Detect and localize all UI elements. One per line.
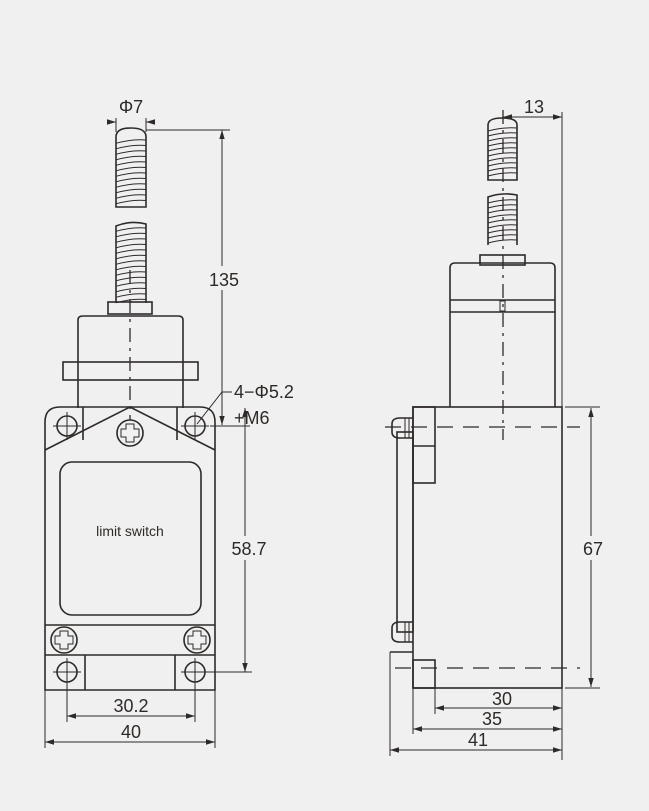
spring-coil bbox=[487, 219, 518, 224]
svg-text:30.2: 30.2 bbox=[113, 696, 148, 716]
spring-coil bbox=[115, 144, 147, 150]
spring-coil bbox=[115, 194, 147, 199]
dim-hole-spacing-vertical: 58.7 bbox=[205, 408, 272, 673]
dim-depth-total: 41 bbox=[389, 652, 562, 756]
cover-tab-top bbox=[412, 406, 436, 484]
spring-coil bbox=[487, 157, 518, 162]
svg-text:35: 35 bbox=[482, 709, 502, 729]
spring-coil bbox=[115, 227, 147, 232]
side-view: 13 67 30 35 41 bbox=[385, 97, 608, 760]
spring-coil bbox=[115, 265, 147, 271]
spring-coil bbox=[115, 161, 147, 166]
spring-coil bbox=[487, 137, 518, 142]
spring-coil bbox=[115, 276, 147, 282]
spring-coil bbox=[115, 293, 147, 298]
screw-head-bottom bbox=[391, 621, 413, 643]
switch-body bbox=[44, 406, 216, 691]
spring-coil bbox=[115, 155, 147, 161]
dim-height-side: 67 bbox=[565, 406, 608, 689]
label-window bbox=[59, 461, 202, 616]
svg-text:41: 41 bbox=[468, 730, 488, 750]
dim-width: 40 bbox=[44, 690, 216, 748]
svg-text:67: 67 bbox=[583, 539, 603, 559]
dim-height-total: 135 bbox=[146, 129, 250, 427]
spring-coil bbox=[115, 287, 147, 293]
spring-coil bbox=[115, 150, 147, 155]
svg-text:58.7: 58.7 bbox=[231, 539, 266, 559]
front-view: limit switch Φ7 135 bbox=[44, 97, 294, 748]
spring-coil bbox=[487, 162, 518, 167]
svg-text:+M6: +M6 bbox=[234, 408, 270, 428]
spring-coil bbox=[115, 188, 147, 194]
dim-rod-diameter: Φ7 bbox=[107, 97, 155, 132]
spring-coil bbox=[487, 239, 518, 244]
svg-text:30: 30 bbox=[492, 689, 512, 709]
device-label: limit switch bbox=[96, 523, 164, 539]
spring-upper bbox=[115, 127, 147, 208]
spring-coil bbox=[487, 132, 518, 137]
spring-coil bbox=[115, 254, 147, 260]
spring-coil bbox=[115, 166, 147, 172]
spring-coil bbox=[115, 238, 147, 243]
screw-head-top bbox=[391, 417, 413, 439]
cover-tab-bottom bbox=[412, 659, 436, 689]
svg-text:135: 135 bbox=[209, 270, 239, 290]
dim-depth-body: 35 bbox=[412, 688, 562, 734]
spring-coil bbox=[115, 183, 147, 188]
spring-coil bbox=[115, 271, 147, 276]
spring-coil bbox=[115, 199, 147, 205]
svg-text:13: 13 bbox=[524, 97, 544, 117]
actuator-cap bbox=[77, 315, 184, 408]
body-chamfer bbox=[44, 406, 216, 451]
svg-text:4−Φ5.2: 4−Φ5.2 bbox=[234, 382, 294, 402]
dim-depth-inner: 30 bbox=[434, 688, 562, 714]
spring-coil bbox=[115, 232, 147, 238]
svg-text:Φ7: Φ7 bbox=[119, 97, 143, 117]
dim-hole-spacing-horizontal: 30.2 bbox=[66, 684, 196, 722]
spring-coil bbox=[487, 224, 518, 229]
spring-coil bbox=[115, 282, 147, 287]
spring-coil bbox=[487, 152, 518, 157]
spring-coil bbox=[115, 249, 147, 254]
spring-coil bbox=[115, 172, 147, 177]
cover-plate bbox=[396, 431, 414, 633]
spring-coil bbox=[115, 243, 147, 249]
dim-offset: 13 bbox=[503, 97, 563, 760]
spring-coil bbox=[115, 177, 147, 183]
spring-lower bbox=[115, 221, 147, 304]
spring-coil bbox=[487, 127, 518, 132]
spring-coil bbox=[115, 139, 147, 144]
mount-hole-icon bbox=[53, 412, 209, 686]
spring-coil bbox=[115, 260, 147, 265]
spring-coil bbox=[487, 214, 518, 219]
svg-text:40: 40 bbox=[121, 722, 141, 742]
